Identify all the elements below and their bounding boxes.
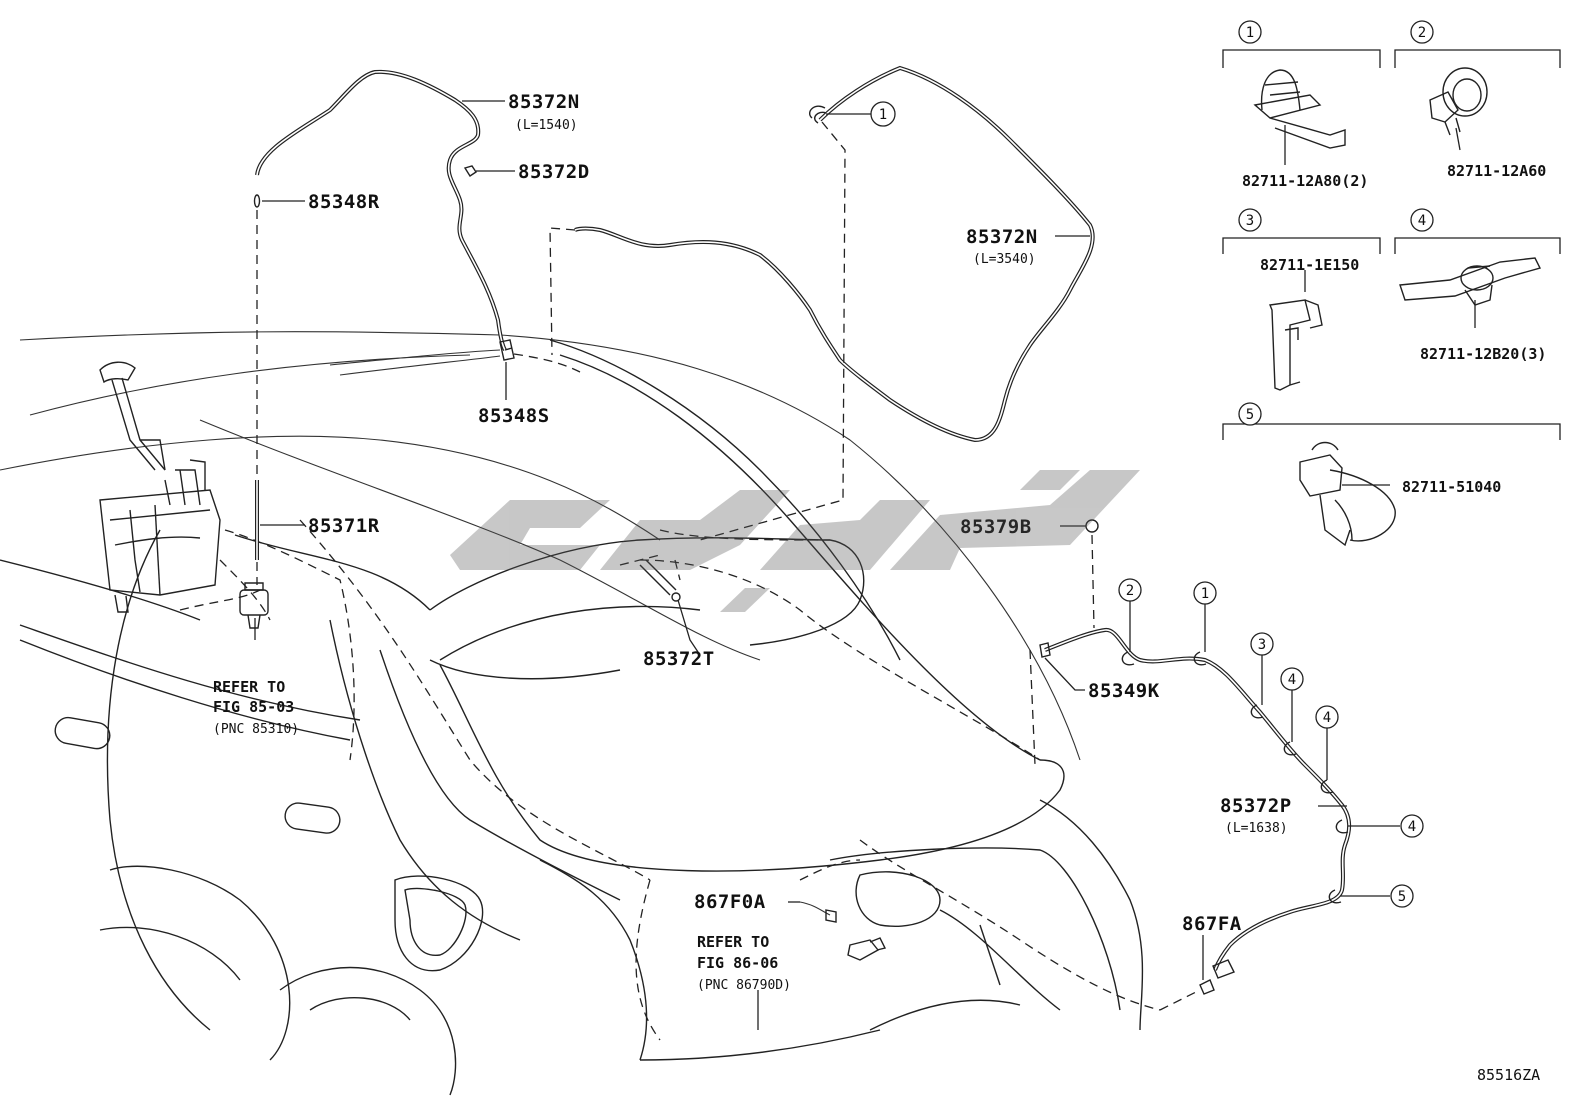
hose-85372P [1039, 519, 1352, 995]
washer-tank [99, 361, 221, 613]
label-867F0A: 867F0A [694, 891, 766, 913]
legend-num-3: 3 [1246, 213, 1254, 229]
label-85372N-long: 85372N [966, 226, 1038, 248]
part-labels: 85372N (L=1540) 85372D 85348R 85348S 853… [213, 91, 1540, 1084]
connector-867F0A [799, 901, 887, 961]
label-867FA: 867FA [1182, 913, 1242, 935]
label-85372D: 85372D [518, 161, 590, 183]
callout-f: 4 [1408, 819, 1416, 835]
ref2-line3: (PNC 86790D) [697, 978, 791, 993]
legend-callout-4 [1410, 208, 1434, 232]
legend-callout-2 [1410, 20, 1434, 44]
label-85348R: 85348R [308, 191, 380, 213]
clip-5-drawing [1299, 441, 1396, 547]
watermark-logo [450, 470, 1140, 612]
ref2-line1: REFER TO [697, 933, 769, 951]
callout-d: 4 [1288, 672, 1296, 688]
clip-85372T [639, 559, 681, 602]
washer-pump [239, 582, 269, 629]
hose-85371R [253, 194, 261, 585]
clip-1-drawing [1253, 69, 1346, 149]
label-85371R: 85371R [308, 515, 380, 537]
label-85348S: 85348S [478, 405, 550, 427]
callout-b: 1 [1201, 586, 1209, 602]
callouts: 1 2 1 3 4 4 4 5 [870, 101, 1424, 908]
legend-part-1: 82711-12A80(2) [1242, 172, 1368, 190]
clip-3-drawing [1269, 299, 1323, 391]
leader-lines [254, 100, 1400, 1030]
legend-num-5: 5 [1246, 407, 1254, 423]
hose-85372N-long [549, 65, 1095, 541]
legend-part-4: 82711-12B20(3) [1420, 345, 1546, 363]
label-85372N-upper-length: (L=1540) [515, 118, 578, 133]
legend-callout-1 [1238, 20, 1262, 44]
legend-part-2: 82711-12A60 [1447, 162, 1546, 180]
callout-a: 2 [1126, 583, 1134, 599]
hose-85372N-upper [255, 69, 507, 352]
ref1-line3: (PNC 85310) [213, 722, 299, 737]
clip-4-drawing [1399, 257, 1542, 306]
label-85372N-long-length: (L=3540) [973, 252, 1036, 267]
ref1-line2: FIG 85-03 [213, 698, 294, 716]
diagram-id: 85516ZA [1477, 1066, 1540, 1084]
legend-callout-3 [1238, 208, 1262, 232]
legend-part-5: 82711-51040 [1402, 478, 1501, 496]
nozzle-85348S [329, 339, 581, 376]
callout-e: 4 [1323, 710, 1331, 726]
label-85379B: 85379B [960, 516, 1032, 538]
ref2-line2: FIG 86-06 [697, 954, 778, 972]
clip-85372D [463, 165, 477, 177]
clip-legend: 1 2 3 4 5 82711-12A80(2) 82711-12A60 827… [1222, 20, 1561, 547]
legend-num-1: 1 [1246, 25, 1254, 41]
clip-2-drawing [1429, 67, 1488, 136]
label-85372T: 85372T [643, 648, 715, 670]
label-85349K: 85349K [1088, 680, 1160, 702]
label-85372P-length: (L=1638) [1225, 821, 1288, 836]
callout-top: 1 [879, 107, 887, 123]
label-85372P: 85372P [1220, 795, 1292, 817]
legend-callout-5 [1238, 402, 1262, 426]
label-85372N-upper: 85372N [508, 91, 580, 113]
legend-num-2: 2 [1418, 25, 1426, 41]
callout-g: 5 [1398, 889, 1406, 905]
callout-c: 3 [1258, 637, 1266, 653]
hidden-lines [179, 519, 1201, 1041]
legend-part-3: 82711-1E150 [1260, 256, 1359, 274]
ref1-line1: REFER TO [213, 678, 285, 696]
vehicle-body-outline [0, 331, 1144, 1096]
legend-num-4: 4 [1418, 213, 1426, 229]
